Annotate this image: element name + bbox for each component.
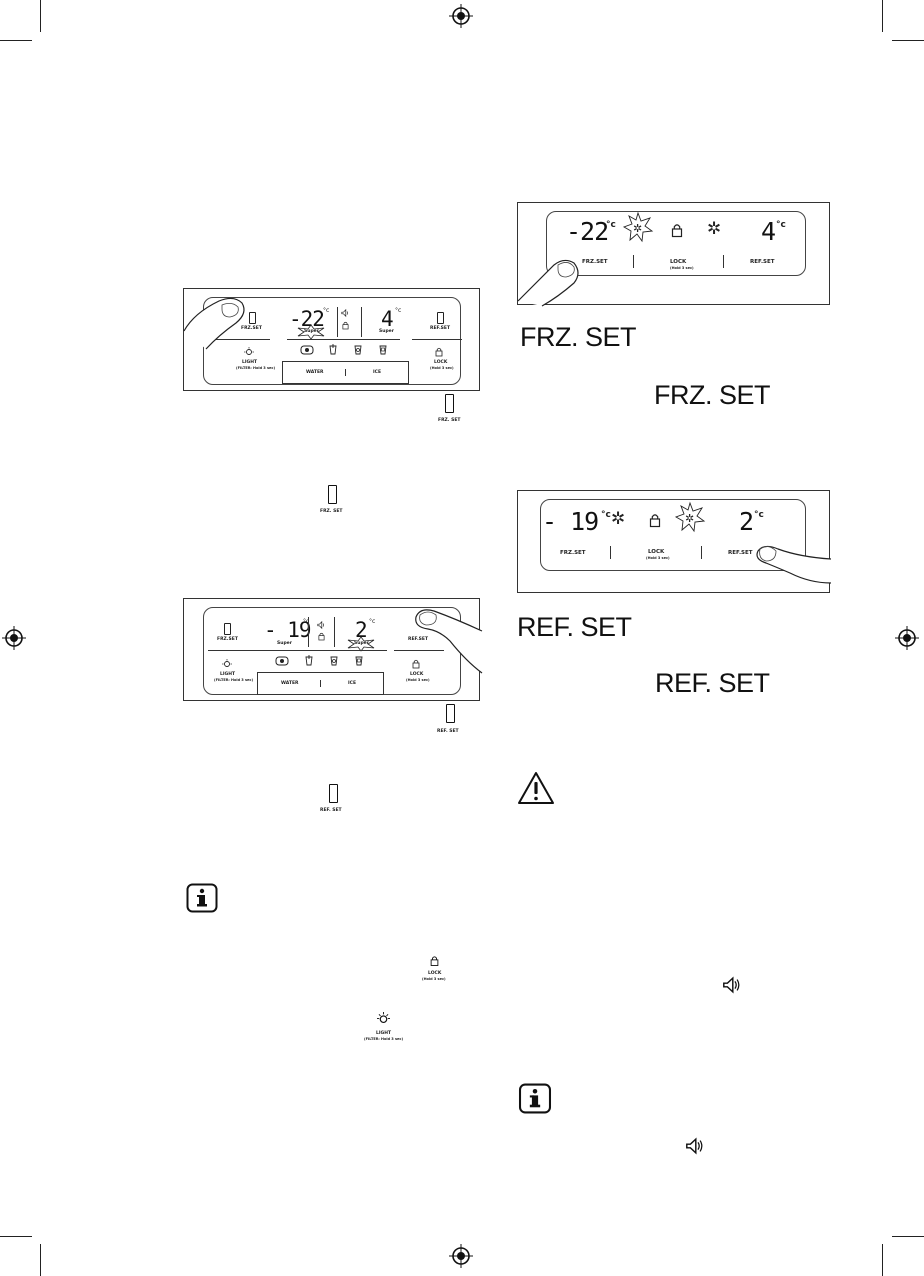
door-button-icon [224,623,231,635]
ref-set-icon [446,704,455,723]
info-icon [518,1083,552,1114]
water-ice-box [282,361,409,384]
freezer-temperature: - 19 [264,618,312,642]
registration-mark-icon [895,626,919,650]
registration-mark-icon [2,626,26,650]
cup-icon [330,656,338,666]
warning-icon [518,772,554,804]
dispenser-icon [275,656,289,666]
display-frz-illustration: -22 °c ✲ ✲ 4 °c FRZ.SET LOCK (Hold 3 sec… [517,202,830,307]
ref-set-heading: REF. SET [517,612,632,642]
frz-set-icon [445,394,454,413]
bulb-icon [244,347,254,355]
frz-set-label: FRZ.SET [241,326,262,331]
lock-icon [435,347,443,357]
super-label: Super [379,329,394,334]
snowflake-icon: ✲ [611,509,626,529]
bulb-icon [377,1012,390,1023]
registration-mark-icon [449,1244,473,1268]
speaker-icon [723,976,740,994]
finger-illustration [517,259,579,307]
cup-icon [379,345,387,355]
svg-text:✲: ✲ [633,222,642,235]
ref-set-inline: REF. SET [655,668,770,698]
cup-icon [305,655,313,666]
lock-icon [318,632,325,641]
cup-icon [329,344,337,355]
finger-illustration [183,297,245,350]
info-icon [186,883,218,913]
door-button-icon [437,312,444,324]
lock-icon [430,956,439,966]
display-ref-illustration: - 19 °c ✲ ✲ 2 °c FRZ.SET LOCK (Hold 3 se… [517,490,832,593]
snowflake-icon: ✲ [707,219,722,239]
lock-icon [342,321,349,330]
freezer-temperature: -22 [289,307,325,331]
freezer-temperature: - 19 [542,507,599,536]
fridge-temperature: 4 [381,307,394,331]
unit-label: °c [323,307,330,314]
bulb-icon [222,659,232,667]
frz-set-inline: FRZ. SET [654,380,771,410]
frz-set-heading: FRZ. SET [520,322,637,352]
super-label: Super [304,329,319,334]
finger-illustration [756,545,832,584]
lock-icon [649,514,661,528]
water-ice-box [257,672,384,695]
door-button-icon [249,312,256,324]
fridge-temperature: 4 [761,217,776,246]
super-cool-star-icon: ✲ [674,501,706,533]
control-panel-frz-illustration: FRZ.SET -22 °c Super 4 °c Super REF.SET … [183,288,480,391]
finger-illustration [415,609,483,674]
ref-set-icon [329,784,338,803]
ref-set-label: REF.SET [430,326,451,331]
speaker-icon [317,620,324,630]
lock-icon [671,224,683,238]
fridge-temperature: 2 [355,618,368,642]
lock-icon [412,659,420,669]
speaker-icon [686,1137,703,1155]
control-panel-ref-illustration: FRZ.SET - 19 °c Super 2 °c Super REF.SET… [183,598,483,701]
speaker-icon [341,308,348,318]
svg-text:✲: ✲ [685,512,694,525]
cup-icon [354,345,362,355]
fridge-temperature: 2 [739,507,754,536]
registration-mark-icon [449,4,473,28]
super-freeze-star-icon: ✲ [622,211,654,243]
dispenser-icon [300,345,314,355]
cup-icon [355,656,363,666]
super-star-icon [347,636,375,652]
freezer-temperature: -22 [566,217,609,246]
frz-set-icon [328,485,337,504]
